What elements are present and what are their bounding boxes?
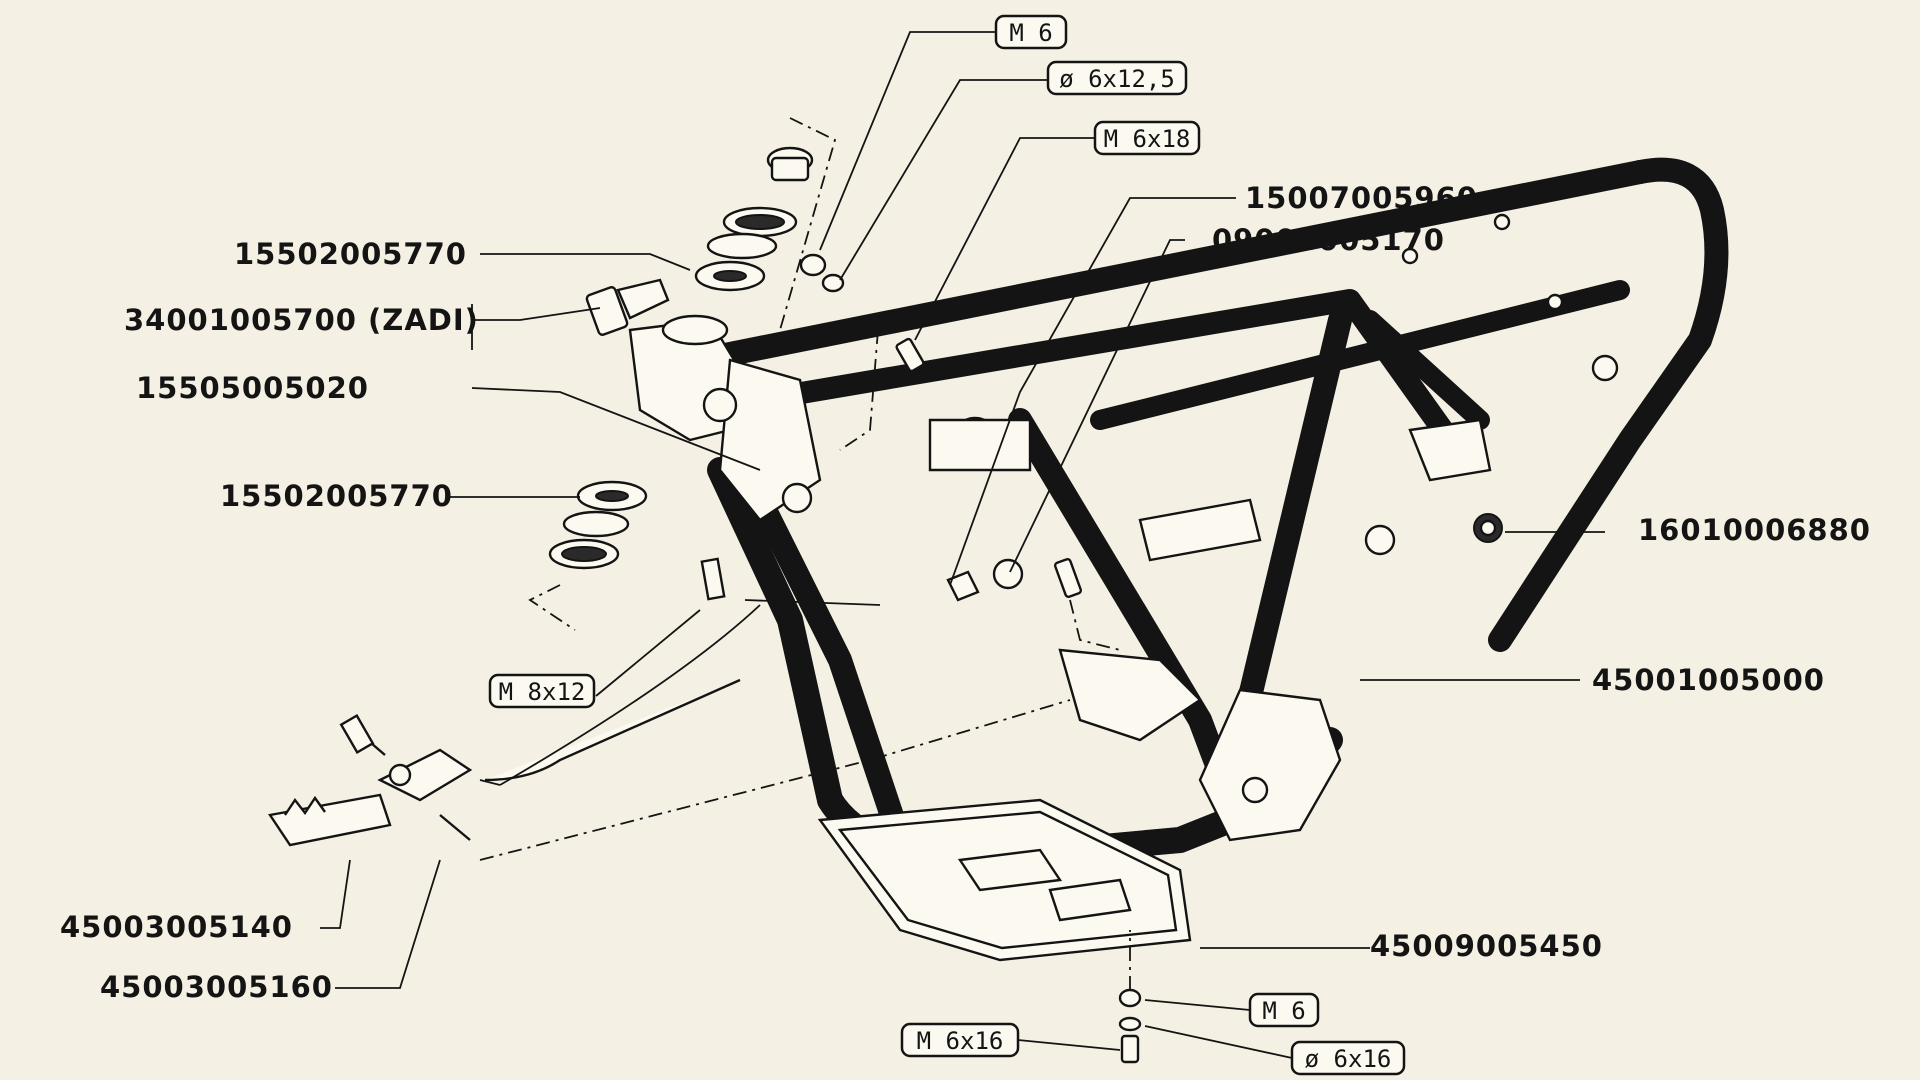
label-skid-plate: 45009005450: [1370, 929, 1603, 963]
label-steering-race-upper: 15502005770: [234, 237, 467, 271]
svg-text:ø 6x16: ø 6x16: [1305, 1045, 1392, 1073]
label-side-stand: 45003005140: [60, 910, 293, 944]
tag-washer-6x16: ø 6x16: [1290, 1040, 1406, 1076]
label-steering-race-lower: 15502005770: [220, 479, 453, 513]
hardware-tags: M 6 ø 6x12,5 M 6x18 M 8x12 M 6 ø 6x16 M …: [488, 14, 1406, 1076]
label-cable-clip: 15007005960: [1245, 181, 1478, 215]
svg-text:M 6: M 6: [1009, 19, 1052, 47]
svg-text:ø 6x12,5: ø 6x12,5: [1059, 65, 1175, 93]
label-stand-spring: 45003005160: [100, 970, 333, 1004]
tag-bolt-m6x16: M 6x16: [900, 1022, 1020, 1058]
label-frame: 45001005000: [1592, 663, 1825, 697]
skid-plate: [817, 798, 1192, 962]
tag-nut-m6-top: M 6: [994, 14, 1068, 50]
tag-nut-m6-bottom: M 6: [1248, 992, 1320, 1028]
label-frame-bushing: 16010006880: [1638, 513, 1871, 547]
tag-washer-6x12-5: ø 6x12,5: [1046, 60, 1188, 96]
label-ignition-lock: 34001005700 (ZADI): [124, 303, 479, 337]
steering-head: [628, 314, 1032, 522]
part-number-labels: 15502005770 34001005700 (ZADI) 155050050…: [60, 181, 1871, 1004]
svg-text:M 6x18: M 6x18: [1104, 125, 1191, 153]
label-screw: 09004005170: [1212, 223, 1445, 257]
tag-bolt-m8x12: M 8x12: [488, 673, 596, 709]
frame: [628, 157, 1729, 892]
svg-text:M 6: M 6: [1262, 997, 1305, 1025]
leader-lines: [320, 31, 1605, 1059]
steering-bearings: [479, 117, 1503, 1064]
svg-text:M 6x16: M 6x16: [917, 1027, 1004, 1055]
svg-text:M 8x12: M 8x12: [499, 678, 586, 706]
tag-bolt-m6x18: M 6x18: [1093, 120, 1201, 156]
label-lock-bolt: 15505005020: [136, 371, 369, 405]
